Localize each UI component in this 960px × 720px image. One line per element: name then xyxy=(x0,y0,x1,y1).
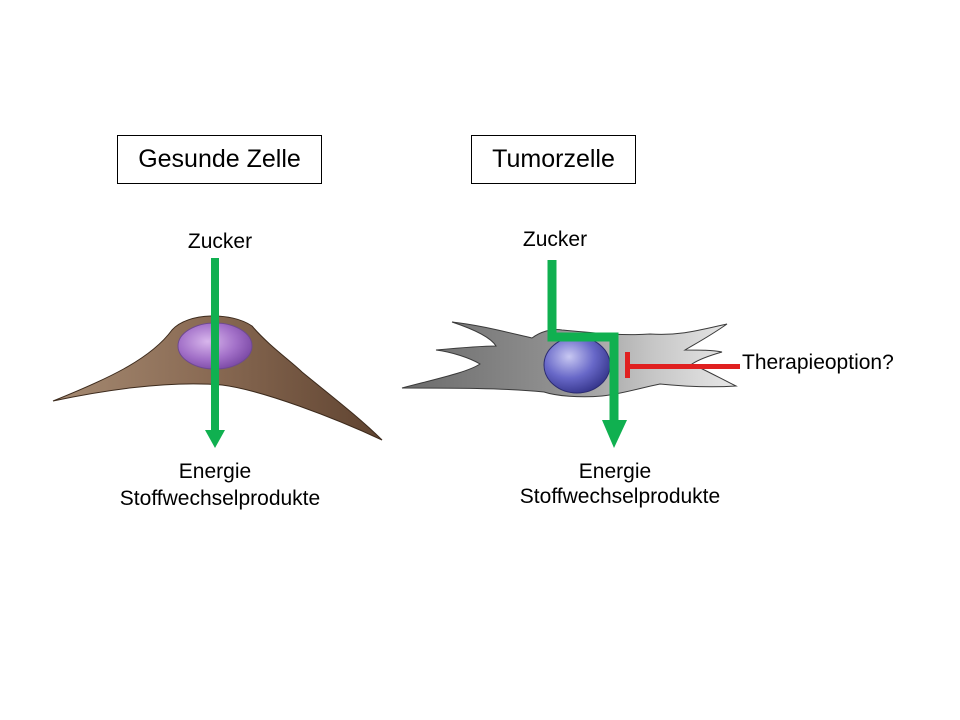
tumor-arrowhead xyxy=(602,420,627,448)
tumor-cell-nucleus xyxy=(543,336,611,394)
tumor-output-energy: Energie xyxy=(578,460,652,483)
tumor-cell-title: Tumorzelle xyxy=(471,135,636,184)
healthy-cell-title: Gesunde Zelle xyxy=(117,135,322,184)
healthy-input-label: Zucker xyxy=(187,230,253,253)
inhibitor-symbol xyxy=(625,352,740,378)
tumor-input-label: Zucker xyxy=(522,228,588,251)
tumor-pathway-arrow xyxy=(547,260,619,422)
healthy-pathway-arrow xyxy=(205,258,225,448)
healthy-output-energy: Energie xyxy=(178,460,252,483)
healthy-output-metabolites: Stoffwechselprodukte xyxy=(119,487,321,510)
therapy-option-label: Therapieoption? xyxy=(742,351,894,374)
tumor-output-metabolites: Stoffwechselprodukte xyxy=(519,485,721,508)
